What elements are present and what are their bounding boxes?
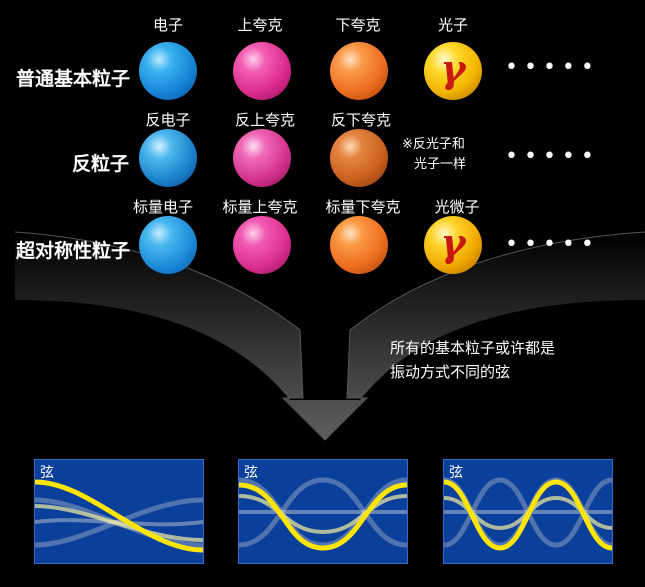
particle-label-selectron: 标量电子: [132, 198, 193, 216]
row-label-antiparticle: 反粒子: [72, 153, 130, 175]
particle-label-positron: 反电子: [145, 111, 191, 129]
selectron-ball: [139, 216, 197, 274]
ellipsis-row-3: •••••: [505, 232, 600, 257]
caption-line-1: 所有的基本粒子或许都是: [390, 339, 556, 357]
sup-quark-ball: [233, 216, 291, 274]
string-panel-1: 弦: [34, 459, 204, 564]
particle-label-up-quark: 上夸克: [237, 16, 283, 34]
string-wave-1: [35, 479, 203, 553]
down-quark-ball: [330, 42, 388, 100]
string-label-1: 弦: [40, 465, 54, 481]
particle-label-sdown-quark: 标量下夸克: [325, 198, 401, 216]
particle-label-photino: 光微子: [434, 198, 480, 216]
particle-label-anti-down-quark: 反下夸克: [330, 111, 391, 129]
particle-label-photon: 光子: [437, 16, 468, 34]
photino-ball: γ: [424, 216, 482, 274]
sdown-quark-ball: [330, 216, 388, 274]
particle-label-anti-up-quark: 反上夸克: [234, 111, 295, 129]
photon-gamma-symbol: γ: [440, 46, 466, 91]
anti-up-quark-ball: [233, 129, 291, 187]
string-panel-2: 弦: [238, 459, 408, 564]
positron-ball: [139, 129, 197, 187]
ellipsis-row-2: •••••: [505, 144, 600, 169]
antiphoton-note-line-1: ※反光子和: [402, 137, 465, 152]
particle-label-sup-quark: 标量上夸克: [222, 198, 298, 216]
anti-down-quark-ball: [330, 129, 388, 187]
string-wave-3: [444, 477, 612, 551]
row-label-ordinary: 普通基本粒子: [16, 68, 131, 90]
electron-ball: [139, 42, 197, 100]
up-quark-ball: [233, 42, 291, 100]
ellipsis-row-1: •••••: [505, 55, 600, 80]
string-wave-2: [239, 477, 407, 551]
antiphoton-note-line-2: 光子一样: [414, 157, 467, 172]
photino-gamma-symbol: γ: [440, 220, 466, 265]
string-label-3: 弦: [449, 465, 463, 481]
string-label-2: 弦: [244, 465, 258, 481]
caption-line-2: 振动方式不同的弦: [390, 363, 511, 381]
photon-ball: γ: [424, 42, 482, 100]
particle-label-down-quark: 下夸克: [335, 16, 381, 34]
string-panel-3: 弦: [443, 459, 613, 564]
particle-label-electron: 电子: [152, 16, 183, 34]
row-label-supersymmetric: 超对称性粒子: [16, 240, 131, 262]
